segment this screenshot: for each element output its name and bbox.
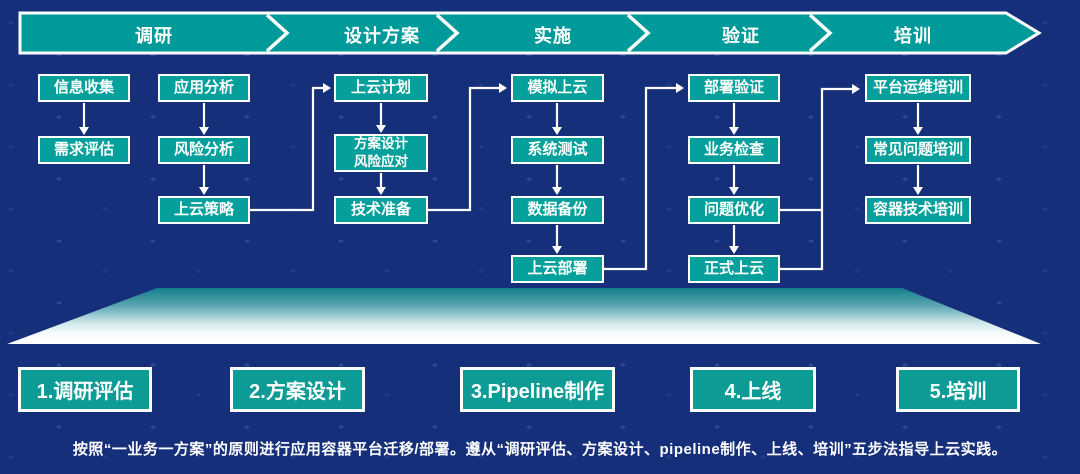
flow-box-technical-preparation: 技术准备 bbox=[334, 196, 428, 224]
chevron-icon bbox=[435, 13, 460, 53]
flow-box-cloud-strategy: 上云策略 bbox=[158, 196, 250, 224]
flow-box-deployment-verification: 部署验证 bbox=[688, 74, 780, 102]
flow-box-application-analysis: 应用分析 bbox=[158, 74, 250, 102]
step-box-5-training: 5.培训 bbox=[896, 367, 1020, 412]
step-box-2-solution-design: 2.方案设计 bbox=[230, 367, 365, 412]
flow-box-container-training: 容器技术培训 bbox=[865, 196, 971, 224]
flow-box-data-backup: 数据备份 bbox=[511, 196, 604, 224]
flow-box-platform-ops-training: 平台运维培训 bbox=[865, 74, 971, 102]
banner-phase-implementation: 实施 bbox=[534, 26, 572, 46]
flow-box-requirement-evaluation: 需求评估 bbox=[38, 136, 130, 164]
flow-box-business-check: 业务检查 bbox=[688, 136, 780, 164]
flow-box-simulated-migration: 模拟上云 bbox=[511, 74, 604, 102]
funnel-shape bbox=[7, 288, 1041, 344]
flow-box-cloud-deployment: 上云部署 bbox=[511, 255, 604, 283]
flow-box-official-launch: 正式上云 bbox=[688, 255, 780, 283]
banner-phase-verification: 验证 bbox=[722, 26, 760, 46]
step-box-1-research-evaluation: 1.调研评估 bbox=[18, 367, 152, 412]
flow-connector-arrows bbox=[79, 83, 923, 271]
flow-box-design-and-risk-response: 方案设计 风险应对 bbox=[334, 134, 428, 172]
flow-box-system-testing: 系统测试 bbox=[511, 136, 604, 164]
step-box-4-go-live: 4.上线 bbox=[690, 367, 816, 412]
flow-box-issue-optimization: 问题优化 bbox=[688, 196, 780, 224]
banner-chevron-icons bbox=[265, 13, 833, 53]
step-box-3-pipeline-creation: 3.Pipeline制作 bbox=[460, 367, 615, 412]
banner-phase-design: 设计方案 bbox=[344, 26, 420, 46]
banner-phase-research: 调研 bbox=[135, 26, 173, 46]
chevron-icon bbox=[265, 13, 290, 53]
flow-box-risk-analysis: 风险分析 bbox=[158, 136, 250, 164]
chevron-icon bbox=[808, 13, 833, 53]
chevron-icon bbox=[626, 13, 651, 53]
bottom-caption: 按照“一业务一方案”的原则进行应用容器平台迁移/部署。遵从“调研评估、方案设计、… bbox=[72, 441, 1008, 458]
banner-phase-training: 培训 bbox=[894, 26, 932, 46]
flow-box-cloud-plan: 上云计划 bbox=[334, 74, 428, 102]
flow-box-faq-training: 常见问题培训 bbox=[865, 136, 971, 164]
flow-box-info-collection: 信息收集 bbox=[38, 74, 130, 102]
